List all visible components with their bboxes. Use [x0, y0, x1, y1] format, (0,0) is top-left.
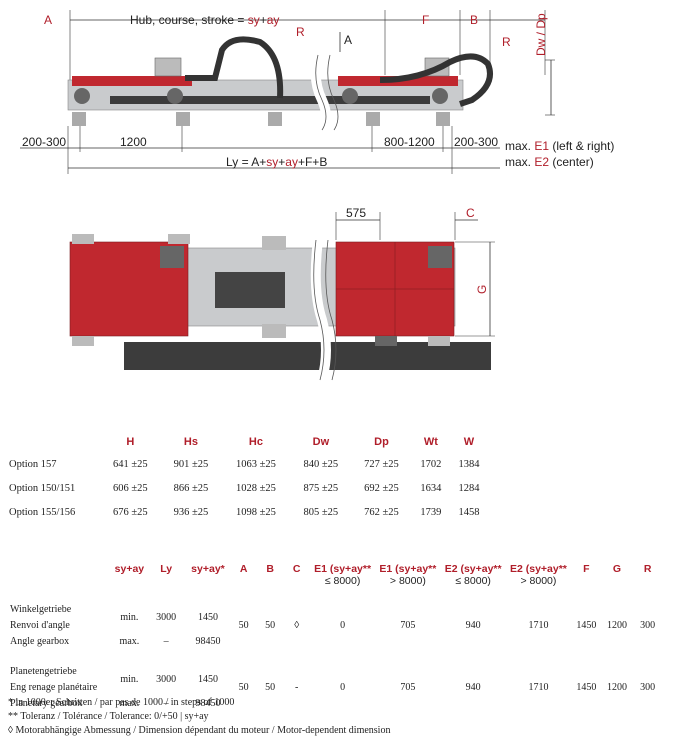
- table-row: Angle gearbox max. – 98450: [10, 635, 221, 647]
- table-header-row: sy+ay Ly sy+ay* A B C E1 (sy+ay**≤ 8000)…: [114, 563, 652, 587]
- footnote-tolerance: ** Toleranz / Tolérance / Tolerance: 0/+…: [8, 711, 209, 722]
- col-H: H: [126, 436, 135, 448]
- left-carriage: [72, 76, 192, 86]
- dim-R-left: R: [296, 25, 305, 39]
- dimension-table-gearbox: sy+ay Ly sy+ay* A B C E1 (sy+ay**≤ 8000)…: [8, 563, 663, 711]
- dim-stroke: Hub, course, stroke = sy+ay: [130, 13, 279, 27]
- dim-ly: Ly = A+sy+ay+F+B: [226, 155, 327, 169]
- top-view-drawing: 575 C G: [69, 206, 495, 382]
- dim-R-right: R: [502, 35, 511, 49]
- table-row: Planetary gearbox max. – 98450: [10, 697, 221, 709]
- dimension-table-options: H Hs Hc Dw Dp Wt W Option 157 641 ±25 90…: [8, 432, 488, 524]
- dim-B: B: [470, 13, 478, 27]
- label-max-e1: max. E1 (left & right): [505, 139, 614, 153]
- table-row: Renvoi d'angle: [10, 619, 70, 631]
- footnote-steps: * in 1000er Schritten / par pas de 1000 …: [8, 697, 235, 708]
- footnotes: * in 1000er Schritten / par pas de 1000 …: [8, 696, 390, 738]
- col-Dw: Dw: [312, 436, 330, 448]
- view-arrow-A: A: [344, 33, 352, 47]
- dim-575: 575: [346, 206, 366, 220]
- col-Hs: Hs: [183, 436, 198, 448]
- dim-A: A: [44, 13, 52, 27]
- table-row: Option 157 641 ±25 901 ±25 1063 ±25 840 …: [9, 458, 480, 470]
- col-Dp: Dp: [374, 436, 389, 448]
- label-max-e2: max. E2 (center): [505, 155, 594, 169]
- dim-200-300-left: 200-300: [22, 135, 66, 149]
- table-row: Winkelgetriebe min. 3000 1450 50 50 ◊ 0 …: [10, 603, 656, 631]
- dim-1200: 1200: [120, 135, 147, 149]
- dim-200-300-right: 200-300: [454, 135, 498, 149]
- table-row: Planetengetriebe min. 3000 1450 50 50 - …: [10, 665, 656, 693]
- footnote-motor: ◊ Motorabhängige Abmessung / Dimension d…: [8, 725, 391, 736]
- dim-dw-dp: Dw / Dp: [534, 13, 548, 56]
- table-row: Option 155/156 676 ±25 936 ±25 1098 ±25 …: [9, 506, 480, 518]
- col-W: W: [463, 436, 475, 448]
- dim-F: F: [422, 13, 429, 27]
- dim-800-1200: 800-1200: [384, 135, 435, 149]
- table-row: Option 150/151 606 ±25 866 ±25 1028 ±25 …: [9, 482, 480, 494]
- table-header-row: H Hs Hc Dw Dp Wt W: [8, 432, 488, 452]
- col-Hc: Hc: [248, 436, 263, 448]
- dim-G: G: [475, 285, 489, 294]
- side-view-drawing: A Hub, course, stroke = sy+ay F B R R A …: [20, 10, 614, 174]
- dim-C: C: [466, 206, 475, 220]
- table-row: Eng renage planétaire: [10, 681, 98, 693]
- col-Wt: Wt: [423, 436, 438, 448]
